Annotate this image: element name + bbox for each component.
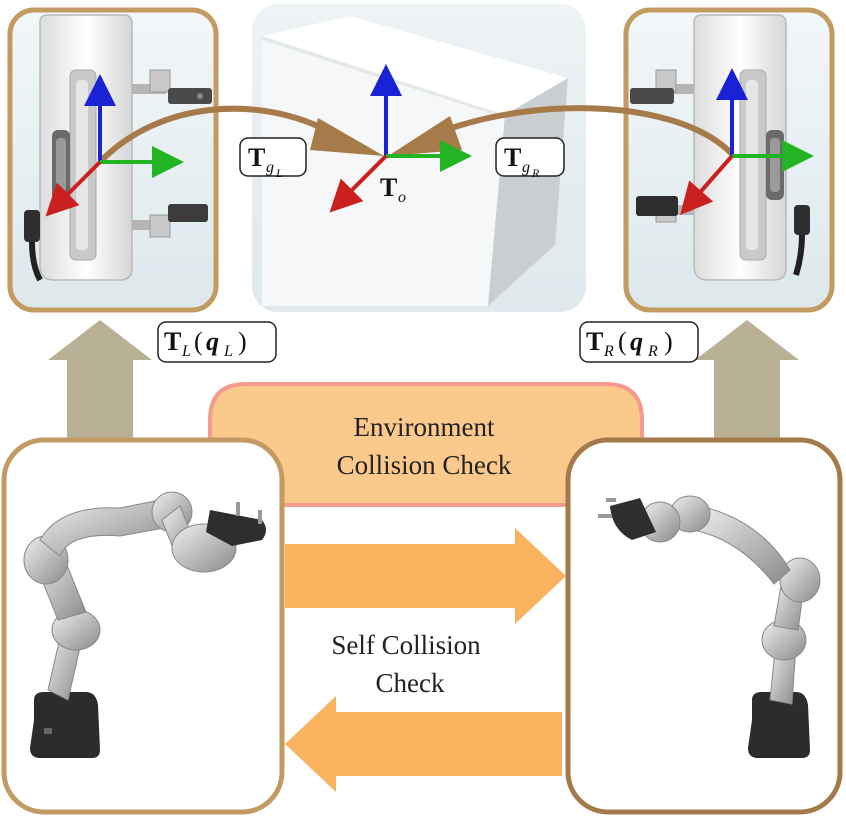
label-tr-qR: R — [647, 343, 658, 360]
arrow-right-to-left — [285, 696, 562, 792]
label-box-tgr: T g R — [495, 137, 565, 180]
label-box-tgl: T g L — [239, 137, 307, 180]
label-tgl-L: L — [275, 166, 283, 180]
label-tr-R: R — [603, 343, 614, 360]
label-tgl-T: T — [248, 143, 265, 172]
env-check-line2: Collision Check — [337, 450, 512, 480]
grasp-arc-left — [97, 105, 384, 165]
robot-left-panel — [1, 437, 285, 815]
label-tl-L: L — [181, 343, 191, 360]
label-tgr-T: T — [504, 143, 521, 172]
arrow-left-to-right — [285, 528, 566, 624]
label-box-tl: T L ( q L ) — [157, 321, 277, 363]
label-tr-T: T — [586, 327, 603, 356]
label-tr-close: ) — [664, 327, 673, 356]
robot-right-panel — [565, 437, 843, 815]
label-tgl-g: g — [266, 159, 274, 176]
self-check-line1: Self Collision — [331, 630, 481, 660]
label-tl-T: T — [164, 327, 181, 356]
label-tr-q: q — [630, 327, 643, 356]
frame-gripper-left — [45, 74, 184, 217]
label-to-T: T — [380, 173, 397, 202]
label-tgr-g: g — [522, 159, 530, 176]
environment-collision-panel — [208, 382, 644, 507]
label-tl-qL: L — [223, 343, 233, 360]
arrow-up-left — [48, 320, 152, 440]
label-to-o: o — [398, 189, 406, 206]
frame-gripper-right — [680, 68, 814, 216]
label-to: T o — [380, 173, 406, 206]
frame-object — [329, 64, 472, 213]
self-check-line2: Check — [376, 668, 445, 698]
label-box-tr: T R ( q R ) — [579, 321, 699, 363]
env-check-line1: Environment — [354, 412, 495, 442]
label-tl-close: ) — [238, 327, 247, 356]
label-tgr-R: R — [531, 166, 540, 180]
label-tr-open: ( — [618, 327, 627, 356]
label-tl-q: q — [206, 327, 219, 356]
label-tl-open: ( — [194, 327, 203, 356]
arrow-up-right — [695, 320, 799, 440]
